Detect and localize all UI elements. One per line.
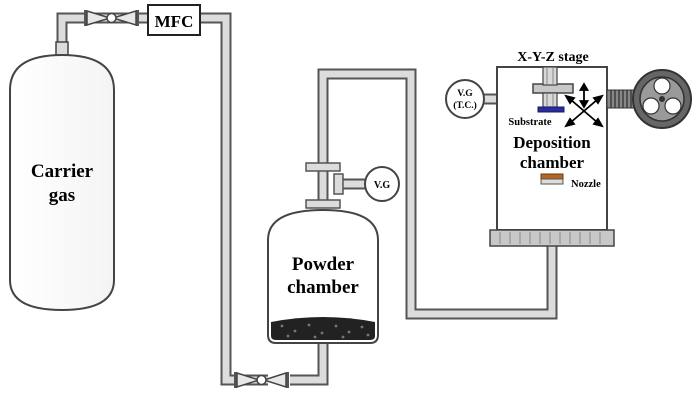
powder-chamber-label-line1: Powder bbox=[292, 254, 355, 275]
nozzle-label: Nozzle bbox=[571, 179, 601, 190]
carrier-gas-label-line1: Carrier bbox=[31, 161, 94, 182]
deposition-chamber: X-Y-Z stage Substrate Deposition chamber… bbox=[489, 50, 615, 247]
vacuum-gauge-powder-label: V.G bbox=[374, 180, 390, 191]
motion-arrows-icon bbox=[564, 82, 604, 128]
bottom-valve-icon bbox=[234, 371, 289, 389]
pipe-flanges bbox=[305, 162, 344, 209]
vacuum-gauge-chamber: V.G (T.C.) bbox=[445, 79, 485, 119]
substrate bbox=[537, 106, 565, 113]
carrier-gas-cylinder: Carrier gas bbox=[9, 41, 115, 312]
nozzle-body bbox=[540, 178, 564, 185]
vacuum-gauge-powder: V.G bbox=[364, 166, 400, 202]
vacuum-pump-icon bbox=[606, 69, 692, 129]
deposition-chamber-label-line1: Deposition bbox=[513, 133, 591, 152]
vacuum-gauge-chamber-label-line2: (T.C.) bbox=[453, 100, 477, 111]
nozzle-tip bbox=[540, 173, 564, 180]
carrier-gas-label-line2: gas bbox=[49, 185, 75, 206]
mfc-box: MFC bbox=[147, 4, 201, 36]
xyz-stage bbox=[532, 66, 574, 108]
substrate-label: Substrate bbox=[508, 117, 552, 128]
deposition-chamber-label-line2: chamber bbox=[520, 153, 585, 172]
powder-chamber: Powder chamber bbox=[267, 208, 379, 344]
powder-texture bbox=[280, 323, 370, 339]
base-ribs bbox=[499, 232, 601, 244]
xyz-stage-label: X-Y-Z stage bbox=[517, 50, 588, 65]
top-valve-icon bbox=[84, 9, 139, 27]
vacuum-gauge-chamber-label-line1: V.G bbox=[457, 89, 473, 99]
mfc-label: MFC bbox=[155, 12, 194, 31]
powder-chamber-label-line2: chamber bbox=[287, 277, 359, 298]
powder-pile bbox=[271, 317, 375, 340]
